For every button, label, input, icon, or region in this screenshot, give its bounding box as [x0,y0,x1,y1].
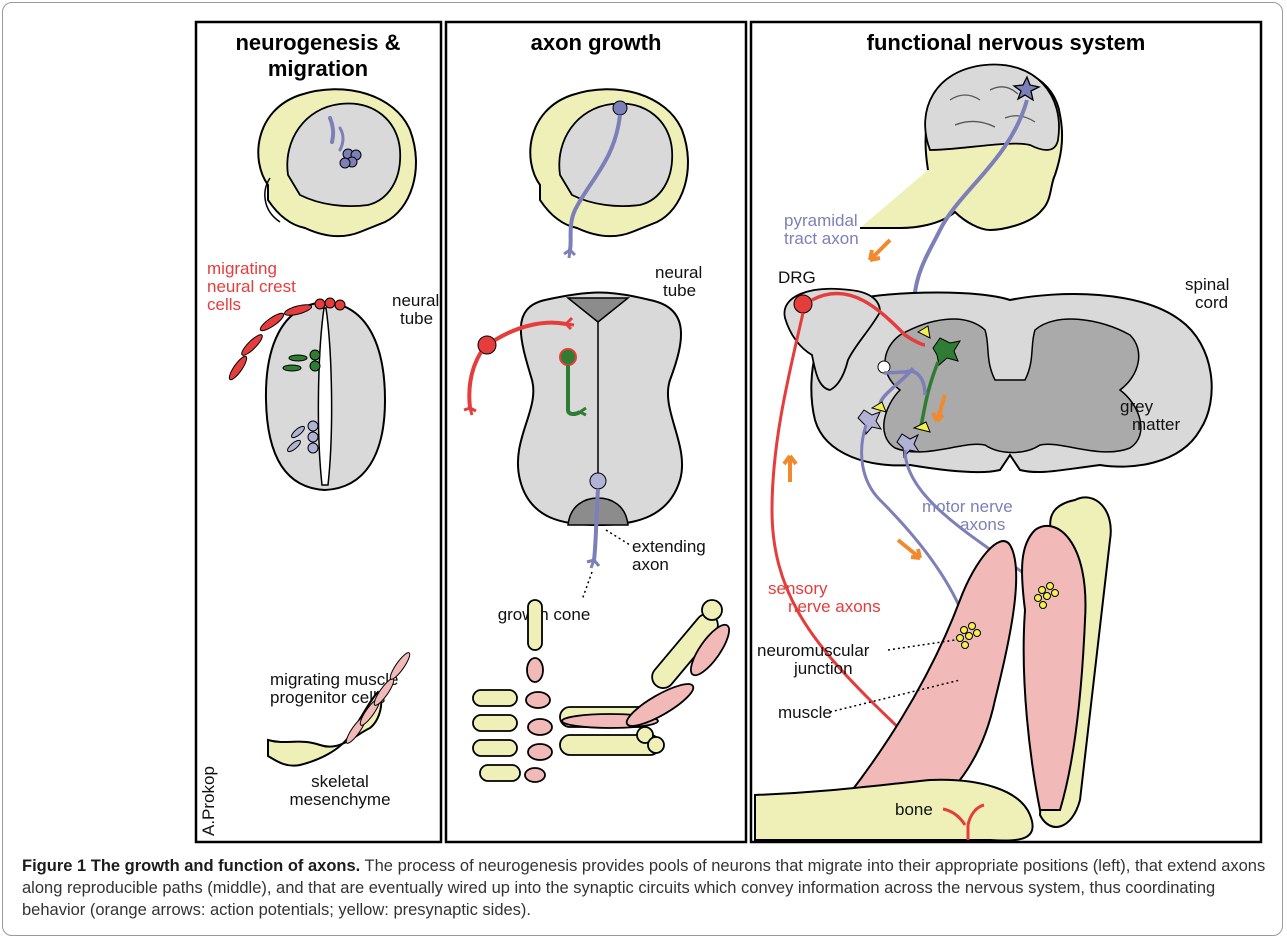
neural-tube-left [227,298,385,490]
label-nmj-1: neuromuscular [757,641,870,660]
label-bone: bone [895,800,933,819]
label-neural-tube-mid-1: neural [655,263,702,282]
label-spinal-cord-1: spinal [1185,275,1229,294]
figure-caption: Figure 1 The growth and function of axon… [22,855,1267,921]
label-growth-cone: growth cone [498,605,591,624]
arrow-motor [898,540,920,558]
arrow-pyramidal [870,240,890,260]
label-neural-tube-left-2: tube [400,309,433,328]
label-pyramidal-2: tract axon [784,229,859,248]
arrow-sensory [784,456,796,482]
hand-skeleton [473,600,735,782]
label-migrating-crest-1: migrating [207,259,277,278]
label-nmj-2: junction [793,659,853,678]
label-extending-axon-2: axon [632,555,669,574]
label-muscle: muscle [778,703,832,722]
label-skeletal-2: mesenchyme [289,790,390,809]
human-head [860,65,1062,230]
author-credit: A.Prokop [199,766,218,836]
label-neural-tube-mid-2: tube [663,281,696,300]
label-migrating-crest-3: cells [207,295,241,314]
label-pyramidal-1: pyramidal [784,211,858,230]
label-spinal-cord-2: cord [1195,293,1228,312]
caption-title: Figure 1 The growth and function of axon… [22,857,360,875]
label-sensory-2: nerve axons [788,597,881,616]
panel-middle-title: axon growth [531,30,662,55]
label-skeletal-1: skeletal [311,772,369,791]
embryo-middle [530,89,688,258]
label-motor-nerve-2: axons [960,515,1005,534]
panel-left-title-2: migration [268,56,368,81]
neural-tube-middle [464,293,682,569]
label-grey-matter-1: grey [1120,397,1154,416]
label-extending-axon-1: extending [632,537,706,556]
label-migrating-crest-2: neural crest [207,277,296,296]
panel-left-title-1: neurogenesis & [235,30,400,55]
label-muscle-progenitor-1: migrating muscle [270,670,399,689]
label-neural-tube-left-1: neural [392,291,439,310]
panel-right-title: functional nervous system [867,30,1146,55]
label-grey-matter-2: matter [1132,415,1181,434]
label-drg: DRG [778,268,816,287]
spinal-cord [784,289,1211,472]
figure-artwork: neurogenesis & migration axon growth fun… [0,0,1287,850]
embryo-left [258,89,416,236]
label-sensory-1: sensory [768,579,828,598]
label-motor-nerve-1: motor nerve [922,497,1013,516]
limb-bud-left [268,651,412,766]
